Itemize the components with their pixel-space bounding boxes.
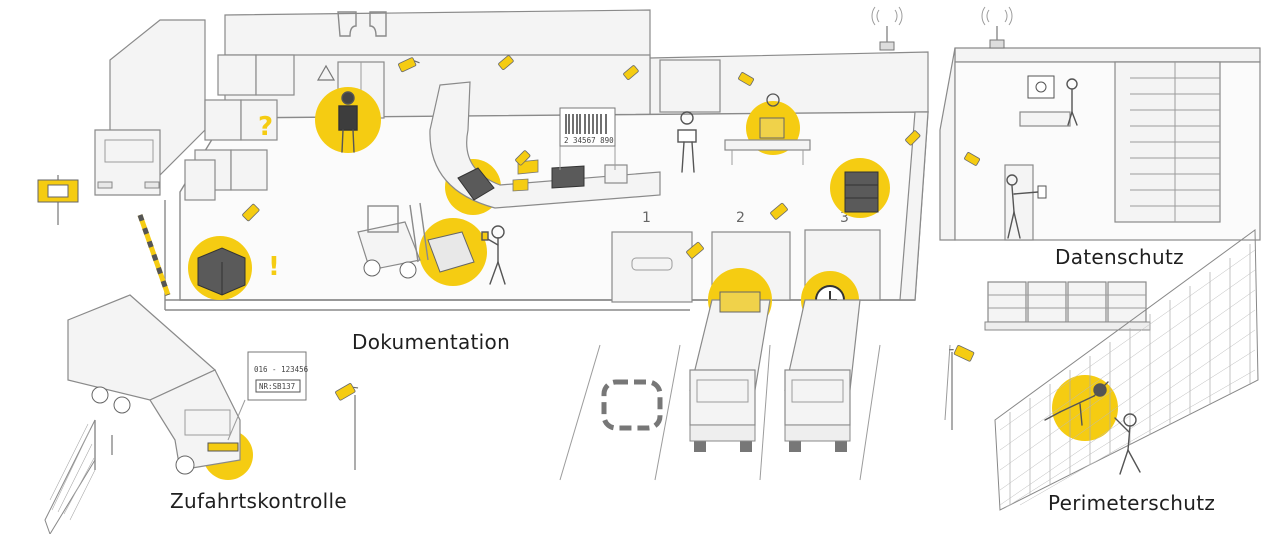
plate-bottom-text: NR:SB137 [259, 382, 295, 391]
security-camera-icon [335, 383, 359, 401]
truck-parked [94, 19, 206, 196]
access-card-icon [1037, 185, 1047, 199]
plate-top-text: 016 - 123456 [254, 365, 309, 374]
scanned-box [551, 165, 585, 189]
barcode-digits: 2 34567 890 [564, 136, 614, 145]
badge-user [1006, 174, 1039, 239]
label-zufahrtskontrolle: Zufahrtskontrolle [170, 489, 347, 513]
question-mark-icon: ? [258, 112, 273, 142]
outdoor-pallets [984, 281, 1151, 331]
security-camera-icon [949, 345, 975, 362]
security-camera-icon [242, 203, 260, 222]
label-dokumentation: Dokumentation [352, 330, 511, 354]
intruder-figure [1044, 381, 1109, 426]
security-camera-icon [623, 65, 639, 80]
security-camera-icon [738, 72, 754, 86]
dock-number-2: 2 [736, 210, 745, 226]
left-fence [44, 419, 113, 534]
packing-station [724, 93, 811, 165]
security-camera-icon [498, 55, 514, 70]
scanner-worker [481, 225, 506, 285]
filing-cabinets [1114, 61, 1221, 223]
security-camera-icon [398, 57, 420, 73]
label-perimeterschutz: Perimeterschutz [1048, 491, 1216, 515]
security-camera-icon [686, 241, 704, 259]
docked-truck-3 [784, 299, 861, 452]
guard-figure [1114, 413, 1141, 475]
roof-vent [337, 11, 357, 37]
clipboard-worker [677, 111, 697, 173]
stacked-dark-pallet [844, 171, 879, 213]
entry-sign [37, 175, 79, 225]
dock-number-1: 1 [642, 210, 651, 226]
entering-truck [67, 294, 241, 475]
warning-sign-icon [316, 64, 336, 81]
security-camera-icon [964, 152, 980, 166]
pallet-stacks: ? [184, 54, 295, 201]
office-building [939, 6, 1261, 241]
docked-truck-2 [689, 291, 771, 452]
dock-door-1 [611, 231, 693, 303]
label-datenschutz: Datenschutz [1055, 245, 1184, 269]
security-camera-icon [770, 202, 788, 220]
barcode-bars [565, 114, 607, 134]
antenna-icon [871, 6, 903, 51]
pallet-dark: ! [197, 247, 280, 296]
security-camera-icon [905, 130, 921, 146]
forklift [357, 202, 475, 279]
security-camera-icon [515, 150, 531, 166]
parking-marking [601, 379, 663, 431]
plate-camera-display: 016 - 123456 NR:SB137 [227, 351, 309, 441]
yard-markings [559, 344, 951, 481]
barcode-label: 2 34567 890 [559, 107, 616, 170]
office-worker [1066, 78, 1078, 126]
dock-number-3: 3 [840, 210, 849, 226]
antenna-icon [981, 6, 1013, 49]
roof-vent [369, 11, 387, 37]
exclamation-icon: ! [268, 252, 280, 282]
conveyor-box [457, 167, 495, 201]
worker-figure [338, 91, 358, 153]
perimeter-fence [994, 229, 1259, 511]
